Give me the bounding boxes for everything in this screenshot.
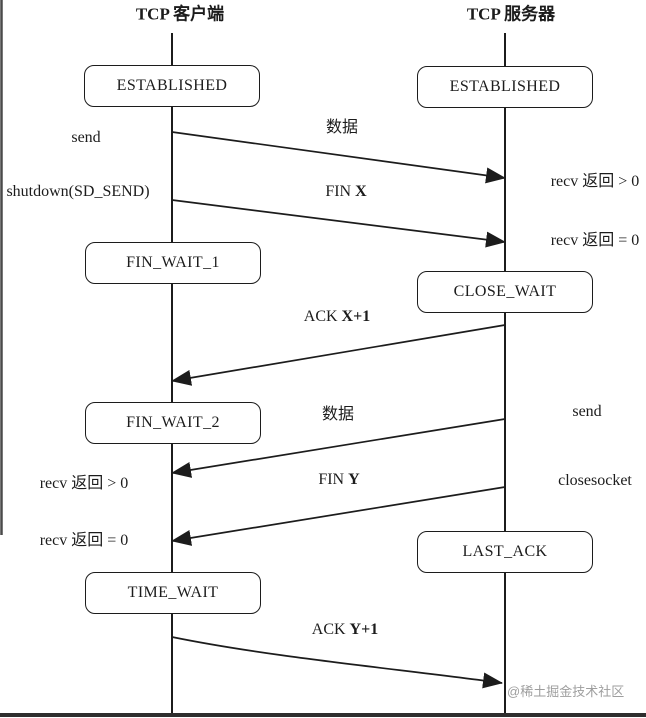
server-column-title: TCP 服务器 <box>466 4 556 24</box>
message-text: 数据 <box>325 119 359 136</box>
message-seq: X+1 <box>341 308 371 325</box>
message-seq: Y <box>348 471 360 488</box>
state-box-fin-wait-1: FIN_WAIT_1 <box>85 242 261 284</box>
message-label-ack-y1: ACK Y+1 <box>312 621 378 639</box>
arrow-fin-x <box>171 199 506 248</box>
annotation-server-recv-gt0: recv 返回 > 0 <box>550 173 640 190</box>
message-text: ACK <box>311 621 350 638</box>
annotation-client-send: send <box>71 129 101 146</box>
annotation-server-closesocket: closesocket <box>558 472 632 489</box>
message-label-ack-x1: ACK X+1 <box>304 308 370 326</box>
arrow-data-client-to-server <box>171 131 506 184</box>
client-column-title: TCP 客户端 <box>135 4 225 24</box>
annotation-server-recv-eq0: recv 返回 = 0 <box>550 232 640 249</box>
annotation-server-send: send <box>572 403 602 420</box>
message-text: FIN <box>318 471 349 488</box>
arrow-ack-x1 <box>171 324 506 386</box>
message-seq: Y+1 <box>349 621 379 638</box>
message-text: FIN <box>325 183 356 200</box>
message-seq: X <box>355 183 367 200</box>
arrow-ack-y1 <box>171 636 503 689</box>
state-box-last-ack: LAST_ACK <box>417 531 593 573</box>
state-box-established-client: ESTABLISHED <box>84 65 260 107</box>
annotation-client-shutdown: shutdown(SD_SEND) <box>6 183 150 200</box>
annotation-client-recv-gt0: recv 返回 > 0 <box>39 475 129 492</box>
arrow-fin-y <box>171 486 506 546</box>
state-box-close-wait: CLOSE_WAIT <box>417 271 593 313</box>
state-box-time-wait: TIME_WAIT <box>85 572 261 614</box>
arrow-data-server-to-client <box>171 418 506 478</box>
message-text: 数据 <box>321 406 355 423</box>
message-text: ACK <box>303 308 342 325</box>
state-box-established-server: ESTABLISHED <box>417 66 593 108</box>
message-label-data-1: 数据 <box>326 113 358 137</box>
message-label-fin-x: FIN X <box>325 183 366 201</box>
juejin-watermark: @稀土掘金技术社区 <box>507 684 625 699</box>
message-label-data-2: 数据 <box>322 400 354 424</box>
state-box-fin-wait-2: FIN_WAIT_2 <box>85 402 261 444</box>
message-label-fin-y: FIN Y <box>318 471 359 489</box>
annotation-client-recv-eq0: recv 返回 = 0 <box>39 532 129 549</box>
